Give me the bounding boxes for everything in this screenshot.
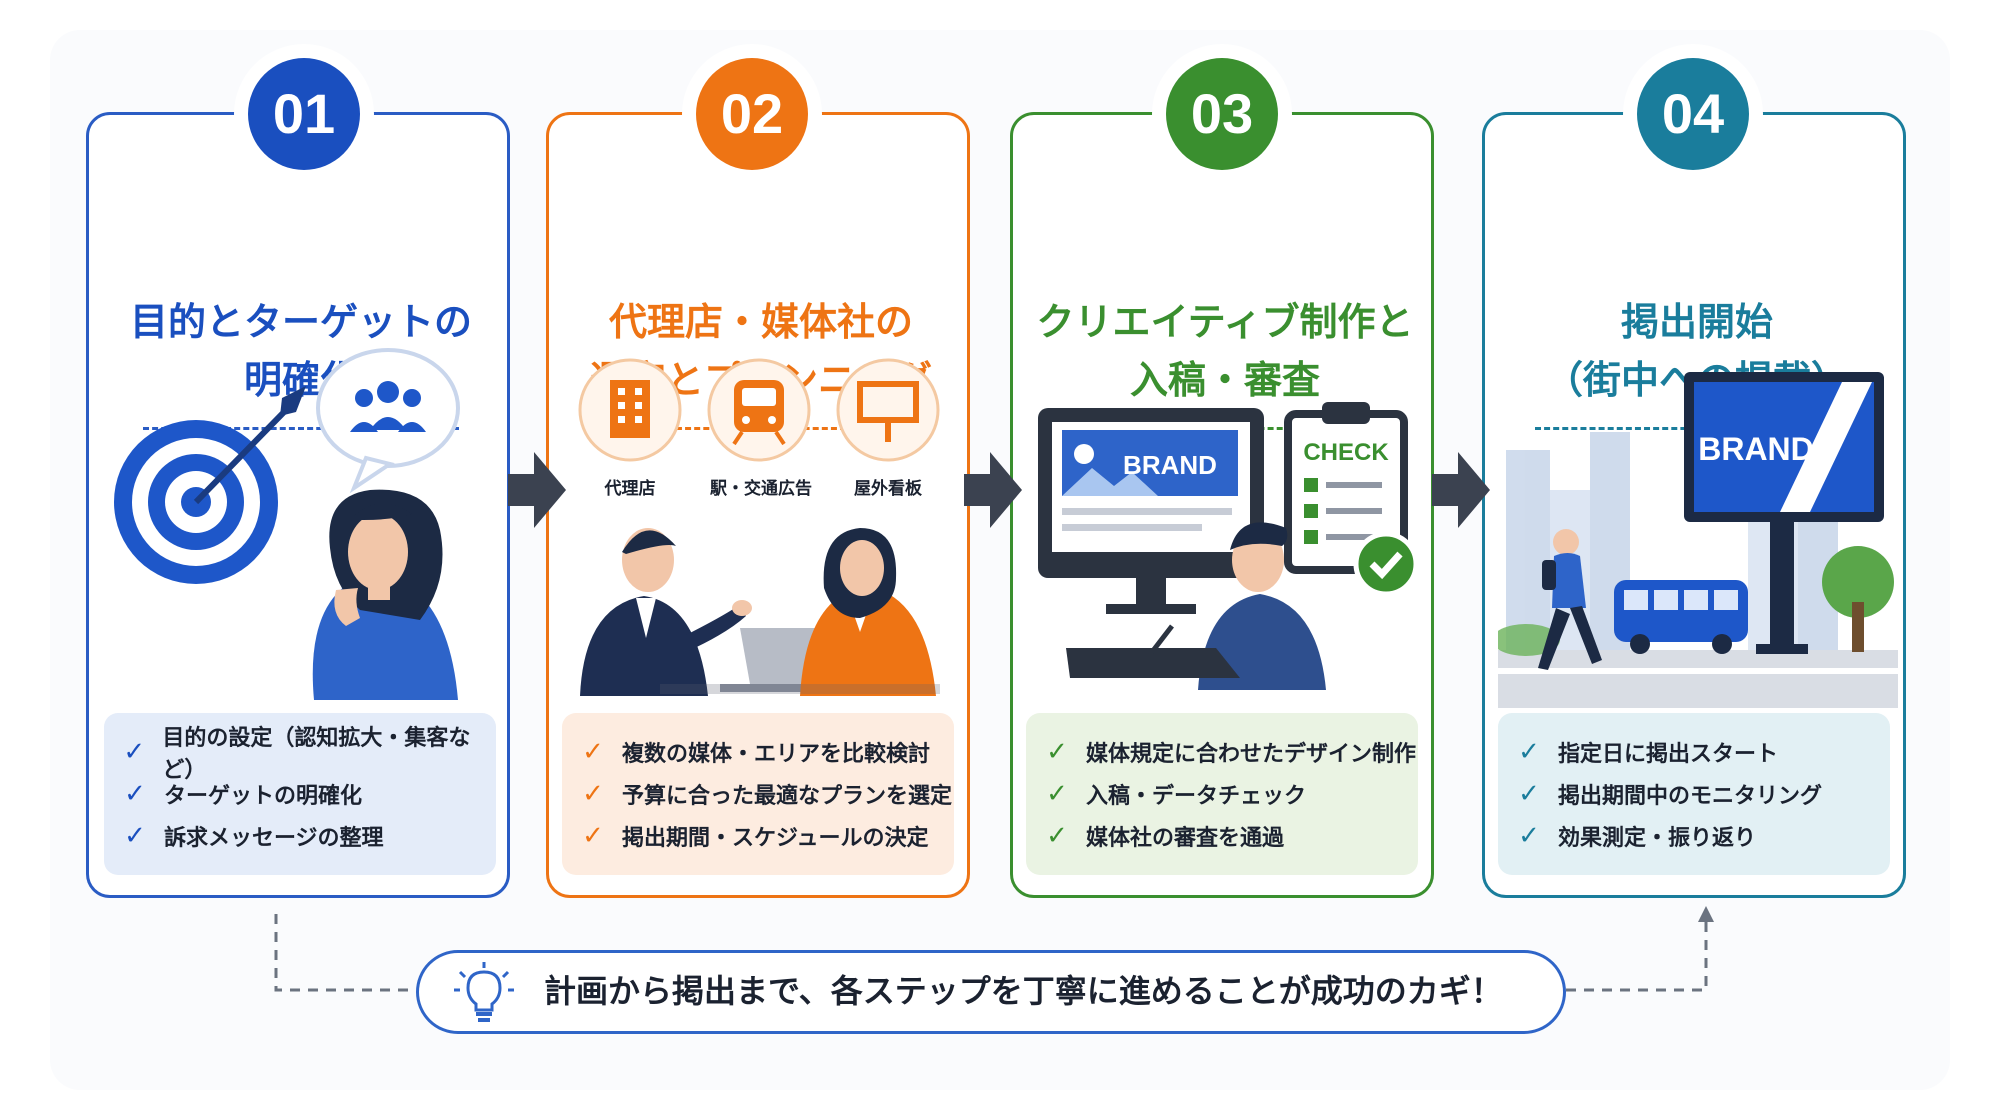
check-label: 指定日に掲出スタート xyxy=(1558,742,1779,767)
step-2-title-line1: 代理店・媒体社の xyxy=(608,300,913,344)
step-2-icons xyxy=(578,358,940,462)
tree-icon xyxy=(1822,546,1894,652)
monitor-brand-text: BRAND xyxy=(1123,450,1217,480)
footer-text: 計画から掲出まで、各ステップを丁寧に進めることが成功のカギ！ xyxy=(544,972,1503,1010)
step-2-badge: 02 xyxy=(696,58,808,170)
monitor-icon: BRAND xyxy=(1038,408,1264,614)
step-2-check-item: ✓ 複数の媒体・エリアを比較検討 xyxy=(578,731,954,773)
step-2-check-item: ✓ 掲出期間・スケジュールの決定 xyxy=(578,815,954,857)
step-1-check-item: ✓ ターゲットの明確化 xyxy=(120,773,496,815)
billboard-icon xyxy=(836,358,940,462)
icon-label-agency: 代理店 xyxy=(604,479,656,499)
step-4-check-item: ✓ 掲出期間中のモニタリング xyxy=(1514,773,1890,815)
step-4-badge: 04 xyxy=(1637,58,1749,170)
arrow-right-icon xyxy=(508,452,566,528)
checkmark-icon: ✓ xyxy=(1046,737,1068,767)
step-4-checklist: ✓ 指定日に掲出スタート ✓ 掲出期間中のモニタリング ✓ 効果測定・振り返り xyxy=(1498,713,1890,875)
bus-icon xyxy=(1614,580,1748,654)
speech-bubble-icon xyxy=(316,348,460,494)
check-label: 入稿・データチェック xyxy=(1086,784,1307,809)
lightbulb-icon xyxy=(454,962,514,1022)
checkmark-icon: ✓ xyxy=(124,821,146,851)
businessman-figure xyxy=(580,528,752,696)
checkmark-icon: ✓ xyxy=(582,779,604,809)
check-label: 目的の設定（認知拡大・集客など） xyxy=(162,726,471,783)
step-4-check-item: ✓ 指定日に掲出スタート xyxy=(1514,731,1890,773)
meeting-illustration xyxy=(580,528,940,696)
check-label: 複数の媒体・エリアを比較検討 xyxy=(622,742,931,767)
check-label: 掲出期間中のモニタリング xyxy=(1558,784,1823,809)
step-1-title-line1: 目的とターゲットの xyxy=(129,300,472,344)
train-icon xyxy=(707,358,811,462)
billboard-icon: BRAND xyxy=(1684,372,1884,654)
businesswoman-figure xyxy=(800,528,936,696)
checkmark-icon: ✓ xyxy=(1518,779,1540,809)
checkmark-icon: ✓ xyxy=(582,737,604,767)
step-3-title: クリエイティブ制作と 入稿・審査 xyxy=(1013,293,1437,409)
arrow-right-icon xyxy=(1432,452,1490,528)
step-1-badge: 01 xyxy=(248,58,360,170)
step-4-illustration: BRAND xyxy=(1498,372,1898,708)
walking-man-figure xyxy=(1538,529,1602,670)
step-2-checklist: ✓ 複数の媒体・エリアを比較検討 ✓ 予算に合った最適なプランを選定 ✓ 掲出期間・ス… xyxy=(562,713,954,875)
checkmark-icon: ✓ xyxy=(1046,779,1068,809)
drawing-tablet-icon xyxy=(1066,624,1240,678)
icon-label-outdoor-signs: 屋外看板 xyxy=(854,479,922,499)
arrow-right-icon xyxy=(964,452,1022,528)
step-1-check-item: ✓ 目的の設定（認知拡大・集客など） xyxy=(120,726,496,783)
thinking-woman-figure xyxy=(312,489,458,700)
footer-connector xyxy=(274,906,1714,992)
check-label: 訴求メッセージの整理 xyxy=(164,826,384,851)
checkmark-icon: ✓ xyxy=(1518,737,1540,767)
check-label: 掲出期間・スケジュールの決定 xyxy=(622,826,929,851)
checkmark-icon: ✓ xyxy=(124,779,146,809)
checkmark-icon: ✓ xyxy=(1518,821,1540,851)
checkmark-icon: ✓ xyxy=(1046,821,1068,851)
billboard-brand-text: BRAND xyxy=(1698,431,1814,467)
checkmark-icon: ✓ xyxy=(123,737,146,767)
step-3-check-item: ✓ 入稿・データチェック xyxy=(1042,773,1418,815)
step-1-divider xyxy=(143,427,459,430)
step-1-checklist: ✓ 目的の設定（認知拡大・集客など） ✓ ターゲットの明確化 ✓ 訴求メッセージの整理 xyxy=(104,713,496,875)
step-2-check-item: ✓ 予算に合った最適なプランを選定 xyxy=(578,773,954,815)
check-label: 予算に合った最適なプランを選定 xyxy=(622,784,953,809)
checkmark-icon: ✓ xyxy=(582,821,604,851)
check-label: 効果測定・振り返り xyxy=(1558,826,1757,851)
step-3-checklist: ✓ 媒体規定に合わせたデザイン制作 ✓ 入稿・データチェック ✓ 媒体社の審査を通過 xyxy=(1026,713,1418,875)
step-3-check-item: ✓ 媒体規定に合わせたデザイン制作 xyxy=(1042,731,1418,773)
check-label: ターゲットの明確化 xyxy=(164,784,363,809)
check-label: 媒体規定に合わせたデザイン制作 xyxy=(1086,742,1417,767)
icon-label-station-ads: 駅・交通広告 xyxy=(710,479,812,499)
laptop-icon xyxy=(720,628,840,692)
check-label: 媒体社の審査を通過 xyxy=(1086,826,1285,851)
step-3-title-line1: クリエイティブ制作と xyxy=(1036,300,1414,344)
target-icon xyxy=(114,386,306,584)
step-3-illustration: BRAND CHECK xyxy=(1038,402,1419,690)
building-icon xyxy=(578,358,682,462)
approved-check-icon xyxy=(1353,531,1419,597)
step-4-check-item: ✓ 効果測定・振り返り xyxy=(1514,815,1890,857)
arrow-up-icon xyxy=(1698,906,1714,922)
step-3-badge: 03 xyxy=(1166,58,1278,170)
step-3-title-line2: 入稿・審査 xyxy=(1129,358,1320,402)
step-3-check-item: ✓ 媒体社の審査を通過 xyxy=(1042,815,1418,857)
footer-banner xyxy=(416,950,1566,1034)
step-1-check-item: ✓ 訴求メッセージの整理 xyxy=(120,815,496,857)
clipboard-icon: CHECK xyxy=(1284,402,1408,574)
clipboard-check-text: CHECK xyxy=(1303,439,1389,466)
step-1-illustration xyxy=(114,348,460,700)
step-4-title-line1: 掲出開始 xyxy=(1620,300,1773,344)
